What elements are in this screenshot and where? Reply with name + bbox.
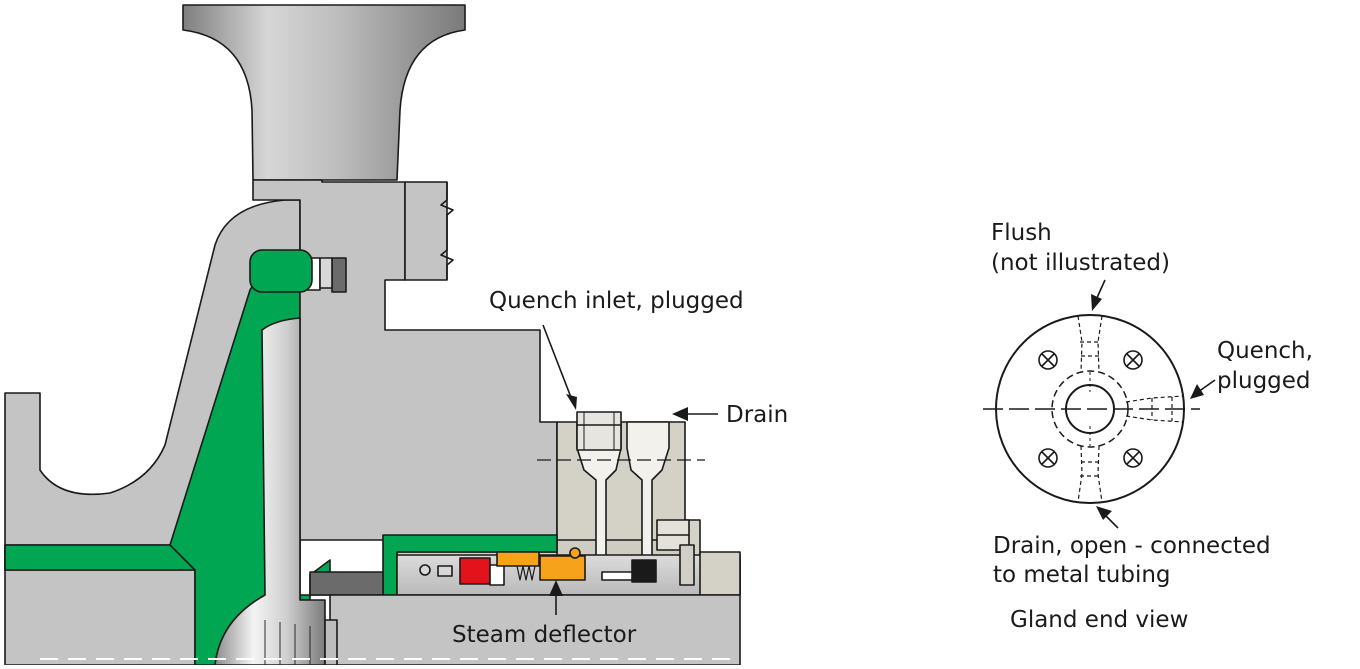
arrow-quench-inlet	[566, 394, 577, 410]
quench-port	[1125, 395, 1185, 423]
mating-ring	[489, 564, 505, 586]
quench-plug	[576, 411, 622, 451]
flange-extension	[404, 181, 448, 281]
left-callouts: Quench inlet, plugged Drain Steam deflec…	[452, 288, 788, 648]
label-steam-deflector: Steam deflector	[452, 622, 637, 648]
label-drain: Drain	[726, 402, 788, 428]
drain-port	[1077, 445, 1103, 503]
o-ring-green	[249, 249, 313, 293]
bolt-holes	[1038, 350, 1143, 468]
gasket-dark	[331, 257, 347, 293]
label-quench-inlet: Quench inlet, plugged	[489, 288, 744, 314]
lower-sleeve	[329, 594, 741, 666]
label-drain-tubing: to metal tubing	[993, 562, 1171, 588]
seal-face-black	[631, 559, 657, 583]
arrow-drain	[672, 407, 688, 421]
label-flush-note: (not illustrated)	[991, 250, 1170, 276]
label-quench: Quench,	[1217, 338, 1313, 364]
green-liner-foot	[4, 544, 196, 571]
label-drain-open: Drain, open - connected	[993, 533, 1271, 559]
arrow-steam-deflector	[549, 580, 563, 596]
flush-port	[1077, 315, 1103, 373]
spring-holder-orange	[496, 551, 540, 567]
label-flush: Flush	[991, 220, 1052, 246]
spring-coils	[516, 565, 536, 581]
seal-cross-section	[4, 4, 741, 666]
sleeve-washer	[437, 565, 453, 577]
label-quench-plugged: plugged	[1217, 368, 1311, 394]
gland-wedge	[309, 571, 384, 596]
arrow-quench	[1190, 384, 1204, 399]
top-flange	[182, 4, 466, 181]
gland-end-view	[983, 314, 1200, 504]
label-gland-end-view: Gland end view	[1010, 607, 1188, 633]
drive-collar-orange	[539, 555, 586, 581]
primary-ring-red	[459, 557, 491, 585]
arrow-drain-open	[1096, 506, 1112, 520]
right-callouts: Flush (not illustrated) Quench, plugged …	[991, 220, 1313, 633]
arrow-flush	[1091, 294, 1102, 311]
